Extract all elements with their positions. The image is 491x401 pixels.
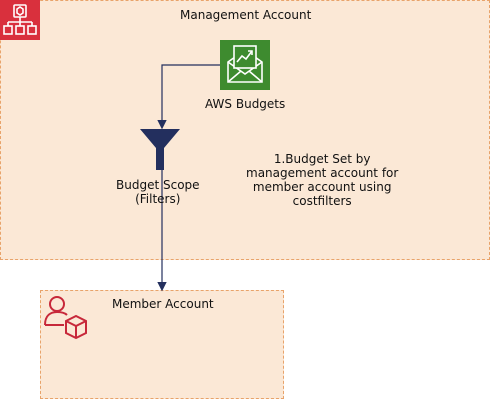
organizations-icon [0,0,40,40]
aws-budgets-icon [220,40,270,90]
budget-note: 1.Budget Set by management account for m… [246,152,398,208]
budget-note-line4: costfilters [292,194,352,208]
member-account-group [40,290,284,399]
filter-funnel-icon [139,128,181,170]
budget-note-line2: management account for [246,166,399,180]
budget-scope-label: Budget Scope (Filters) [116,178,200,206]
member-account-icon [42,291,92,341]
budget-scope-line2: (Filters) [135,192,181,206]
budgets-to-scope-arrow [157,64,220,130]
aws-budgets-label: AWS Budgets [205,97,286,111]
management-account-label: Management Account [180,8,312,22]
budget-note-line3: member account using [252,180,392,194]
budget-note-line1: 1.Budget Set by [273,152,371,166]
budget-scope-line1: Budget Scope [116,178,200,192]
member-account-label: Member Account [112,297,214,311]
